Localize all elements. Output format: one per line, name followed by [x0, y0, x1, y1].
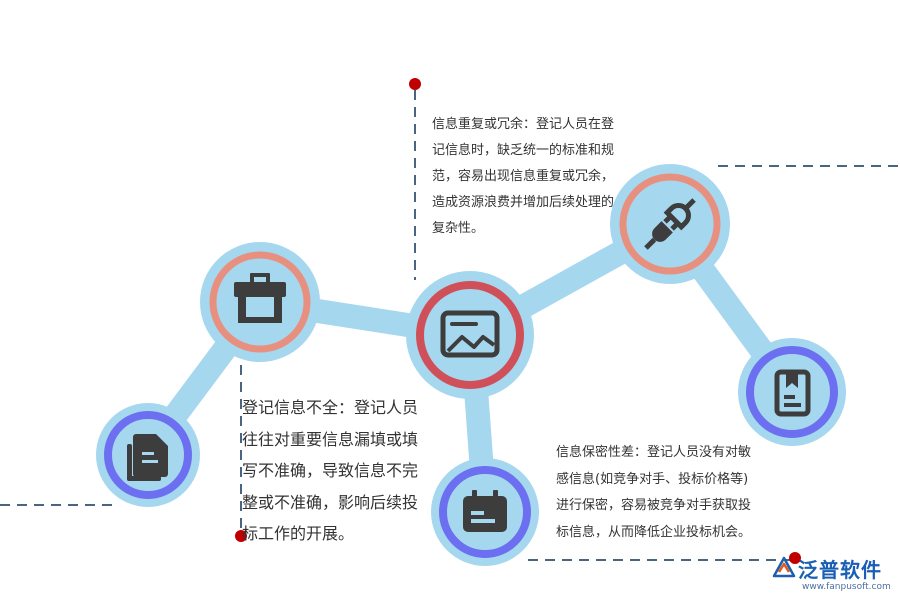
toolbox-icon: [234, 273, 286, 323]
node-image-chart: [406, 271, 534, 399]
documents-icon: [127, 434, 168, 481]
text-duplicate-info: 信息重复或冗余：登记人员在登 记信息时，缺乏统一的标准和规 范，容易出现信息重复…: [432, 117, 615, 236]
image-chart-icon: [440, 310, 500, 358]
logo-url: www.fanpusoft.com: [802, 582, 891, 592]
calendar-icon: [463, 490, 507, 532]
logo-name: 泛普软件: [798, 558, 882, 582]
text-incomplete-info: 登记信息不全：登记人员 往往对重要信息漏填或填 写不准确，导致信息不完 整或不准…: [242, 398, 419, 543]
node-documents: [96, 403, 200, 507]
markers: [235, 78, 801, 564]
bookmark-icon: [774, 369, 811, 417]
text-confidentiality: 信息保密性差：登记人员没有对敏 感信息(如竞争对手、投标价格等) 进行保密，容易…: [556, 445, 752, 540]
logo-mark-icon: [772, 556, 796, 578]
marker-left: [235, 530, 247, 542]
guide-lines: [0, 90, 900, 561]
plug-icon: [644, 198, 696, 250]
node-toolbox: [200, 242, 320, 362]
node-bookmark: [738, 338, 846, 446]
node-calendar: [431, 458, 539, 566]
marker-top: [409, 78, 421, 90]
brand-logo: 泛普软件 www.fanpusoft.com: [768, 552, 898, 598]
marker-bottom: [789, 552, 801, 564]
node-plug: [610, 164, 730, 284]
